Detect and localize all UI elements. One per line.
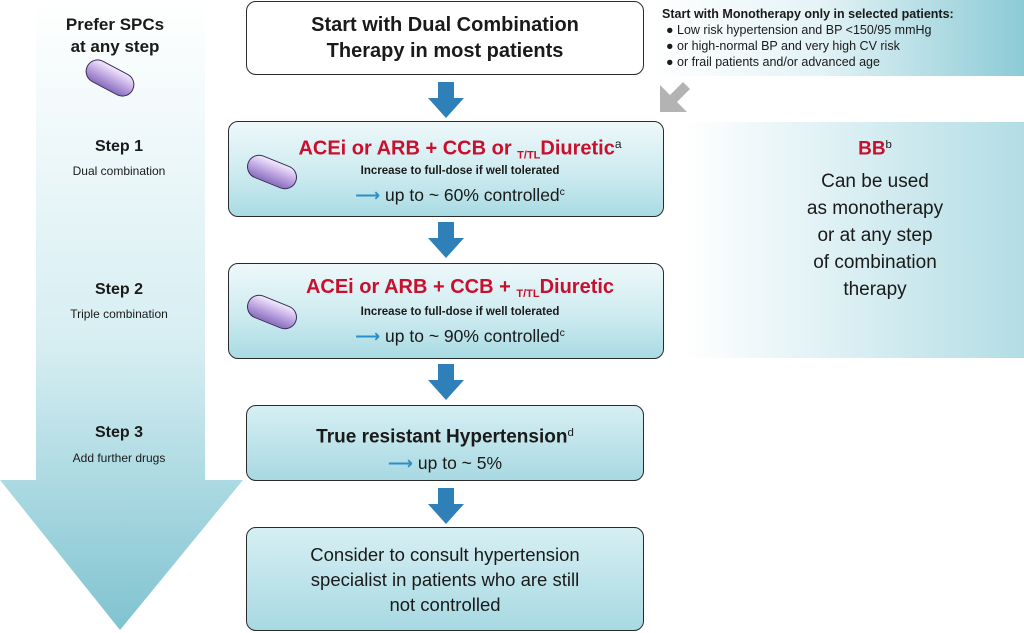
down-arrow-icon [428, 488, 464, 524]
bb-line-1: Can be used [821, 171, 929, 193]
step3-sub: Add further drugs [72, 451, 166, 465]
bb-panel [685, 122, 1024, 358]
final-line-2: specialist in patients who are still [310, 569, 580, 590]
step2-box [228, 263, 664, 359]
bb-line-3: or at any step [817, 225, 933, 247]
step3-title-sup: d [567, 427, 574, 439]
step1-label: Step 1 [94, 138, 143, 155]
start-box: Start with Dual Combination Therapy in m… [246, 1, 644, 75]
final-line-3: not controlled [389, 594, 501, 615]
step2-label: Step 2 [94, 281, 143, 298]
monotherapy-bullet-3: or frail patients and/or advanced age [677, 55, 880, 69]
step2-sub-label: T/TL [516, 287, 540, 300]
monotherapy-text: Start with Monotherapy only in selected … [662, 6, 1022, 70]
step1-result-sup: c [559, 186, 565, 199]
monotherapy-heading: Start with Monotherapy only in selected … [662, 7, 954, 21]
step1-sup: a [614, 137, 622, 151]
step1-box [228, 121, 664, 217]
down-arrow-icon [428, 222, 464, 258]
bb-line-5: therapy [843, 279, 907, 301]
step1-sub: Dual combination [72, 164, 166, 178]
bb-text: BBb Can be used as monotherapy or at any… [775, 132, 975, 303]
bullet-icon: ● [666, 55, 678, 69]
step3-title: True resistant Hypertension [316, 426, 568, 448]
right-arrow-icon: ⟶ [355, 326, 381, 346]
step3-box: True resistant Hypertensiond ⟶ up to ~ 5… [246, 405, 644, 481]
step1-note: Increase to full-dose if well tolerated [360, 165, 560, 177]
diagonal-arrow-icon [660, 82, 690, 112]
left-progress-arrow [0, 0, 243, 630]
monotherapy-bullet-1: Low risk hypertension and BP <150/95 mmH… [677, 23, 932, 37]
final-line-1: Consider to consult hypertension [310, 544, 580, 565]
step3-label: Step 3 [94, 424, 143, 441]
monotherapy-panel [652, 0, 1024, 76]
step1-main-post: Diuretic [540, 137, 615, 160]
final-box: Consider to consult hypertension special… [246, 527, 644, 631]
step1-result-text: up to ~ 60% controlled [385, 185, 560, 205]
step1-sub-label: T/TL [517, 149, 541, 162]
monotherapy-bullet-2: or high-normal BP and very high CV risk [677, 39, 900, 53]
bb-label: BB [858, 138, 886, 160]
bullet-icon: ● [666, 39, 678, 53]
step1-result: ⟶ up to ~ 60% controlledc [300, 185, 620, 206]
right-arrow-icon: ⟶ [355, 185, 381, 205]
step2-result: ⟶ up to ~ 90% controlledc [300, 326, 620, 347]
bb-line-4: of combination [813, 252, 937, 274]
start-line-2: Therapy in most patients [326, 40, 564, 62]
step2-result-text: up to ~ 90% controlled [385, 326, 560, 346]
bb-line-2: as monotherapy [806, 198, 944, 220]
down-arrow-icon [428, 82, 464, 118]
bb-sup: b [885, 139, 892, 151]
prefer-spcs-title: Prefer SPCs at any step [65, 15, 165, 56]
step1-main-pre: ACEi or ARB + CCB or [298, 137, 518, 160]
step2-main-pre: ACEi or ARB + CCB + [305, 276, 517, 298]
step2-main-post: Diuretic [539, 276, 615, 298]
start-line-1: Start with Dual Combination [311, 14, 579, 36]
step2-note: Increase to full-dose if well tolerated [360, 306, 560, 318]
step2-sub: Triple combination [70, 307, 168, 321]
step2-main: ACEi or ARB + CCB + T/TLDiuretic [270, 275, 650, 306]
step1-main: ACEi or ARB + CCB or T/TLDiuretica [270, 132, 650, 167]
bullet-icon: ● [666, 23, 678, 37]
step2-result-sup: c [559, 327, 565, 340]
step3-result: up to ~ 5% [417, 453, 503, 474]
right-arrow-icon: ⟶ [387, 453, 414, 474]
down-arrow-icon [428, 364, 464, 400]
